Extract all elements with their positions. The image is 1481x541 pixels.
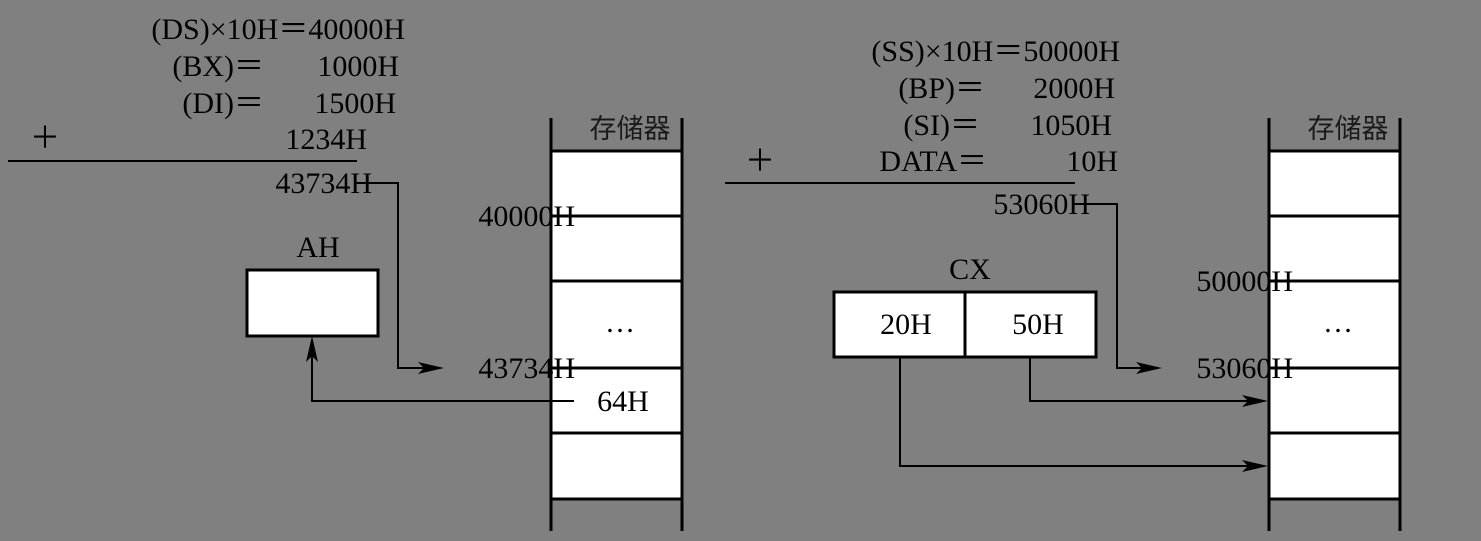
right-address-50000: 50000H — [1196, 265, 1293, 298]
arrow-up-icon — [306, 336, 318, 362]
right-memory-fill — [1269, 151, 1400, 499]
right-memory-title: 存储器 — [1308, 114, 1389, 145]
memory-cell-value: 64H — [597, 385, 649, 418]
left-address-40000: 40000H — [478, 200, 575, 233]
ds-line: (DS)×10H＝40000H — [151, 13, 405, 46]
arrow-right-icon — [1136, 362, 1162, 374]
cl-transfer-line — [1029, 357, 1262, 402]
ch-value: 20H — [880, 308, 932, 341]
ch-transfer-line — [899, 357, 1262, 467]
ss-line: (SS)×10H＝50000H — [871, 35, 1120, 68]
left-memory-fill — [551, 151, 682, 499]
di-label: (DI)＝ — [182, 87, 264, 120]
bx-value: 1000H — [317, 50, 399, 83]
left-address-43734: 43734H — [478, 352, 575, 385]
bp-value: 2000H — [1033, 72, 1115, 105]
arrow-right-icon — [418, 362, 444, 374]
ah-register-label: AH — [296, 231, 339, 264]
right-address-53060: 53060H — [1196, 352, 1293, 385]
left-panel: (DS)×10H＝40000H (BX)＝ 1000H (DI)＝ 1500H … — [8, 13, 684, 531]
si-label: (SI)＝ — [903, 109, 980, 142]
data-value: 10H — [1066, 145, 1118, 178]
right-ellipsis: … — [1323, 306, 1353, 339]
address-pointer-line — [355, 182, 440, 369]
plus-sign: ＋ — [30, 122, 60, 155]
result-address: 53060H — [993, 188, 1090, 221]
bp-label: (BP)＝ — [898, 72, 985, 105]
data-transfer-line — [311, 342, 574, 402]
ah-register-box — [245, 268, 380, 338]
right-panel: (SS)×10H＝50000H (BP)＝ 2000H (SI)＝ 1050H … — [725, 35, 1402, 531]
left-memory-dividers — [551, 149, 682, 501]
right-memory-dividers — [1269, 149, 1400, 501]
bx-label: (BX)＝ — [172, 50, 264, 83]
disp-value: 1234H — [285, 123, 367, 156]
si-value: 1050H — [1030, 109, 1112, 142]
data-label: DATA＝ — [879, 145, 987, 178]
left-memory-title: 存储器 — [590, 114, 671, 145]
arrow-right-icon — [1242, 460, 1268, 472]
left-ellipsis: … — [605, 306, 635, 339]
arrow-right-icon — [1242, 395, 1268, 407]
cl-value: 50H — [1012, 308, 1064, 341]
plus-sign: ＋ — [745, 145, 775, 178]
cx-register-label: CX — [949, 253, 991, 286]
address-pointer-line — [1075, 203, 1158, 369]
di-value: 1500H — [314, 87, 396, 120]
